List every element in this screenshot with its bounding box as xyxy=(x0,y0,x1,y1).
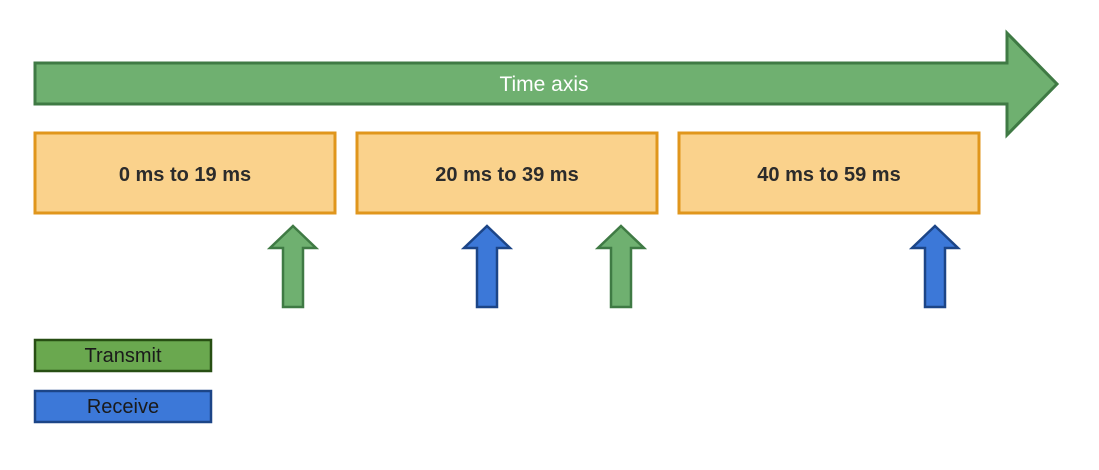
time-axis-arrow xyxy=(33,29,1060,139)
legend-label-receive: Receive xyxy=(87,396,159,418)
time-window-box xyxy=(33,131,337,215)
time-window: 0 ms to 19 ms xyxy=(33,131,337,215)
time-windows: 0 ms to 19 ms 20 ms to 39 ms 40 ms to 59… xyxy=(33,131,981,215)
legend-swatch-transmit xyxy=(33,338,213,373)
legend-item-transmit: Transmit xyxy=(33,338,213,373)
legend-item-receive: Receive xyxy=(33,389,213,424)
time-axis: Time axis xyxy=(33,29,1060,139)
time-axis-label: Time axis xyxy=(499,73,588,96)
time-window-box xyxy=(677,131,981,215)
time-window: 40 ms to 59 ms xyxy=(677,131,981,215)
legend: Transmit Receive xyxy=(33,338,213,424)
legend-swatch-receive xyxy=(33,389,213,424)
time-window-label: 0 ms to 19 ms xyxy=(119,164,251,186)
time-window-label: 40 ms to 59 ms xyxy=(757,164,900,186)
receive-arrow-icon xyxy=(908,224,962,309)
receive-arrow-icon xyxy=(460,224,514,309)
event-arrows xyxy=(266,224,962,309)
time-window-box xyxy=(355,131,659,215)
time-window: 20 ms to 39 ms xyxy=(355,131,659,215)
transmit-arrow-icon xyxy=(266,224,320,309)
time-window-label: 20 ms to 39 ms xyxy=(435,164,578,186)
transmit-arrow-icon xyxy=(594,224,648,309)
legend-label-transmit: Transmit xyxy=(84,345,161,367)
